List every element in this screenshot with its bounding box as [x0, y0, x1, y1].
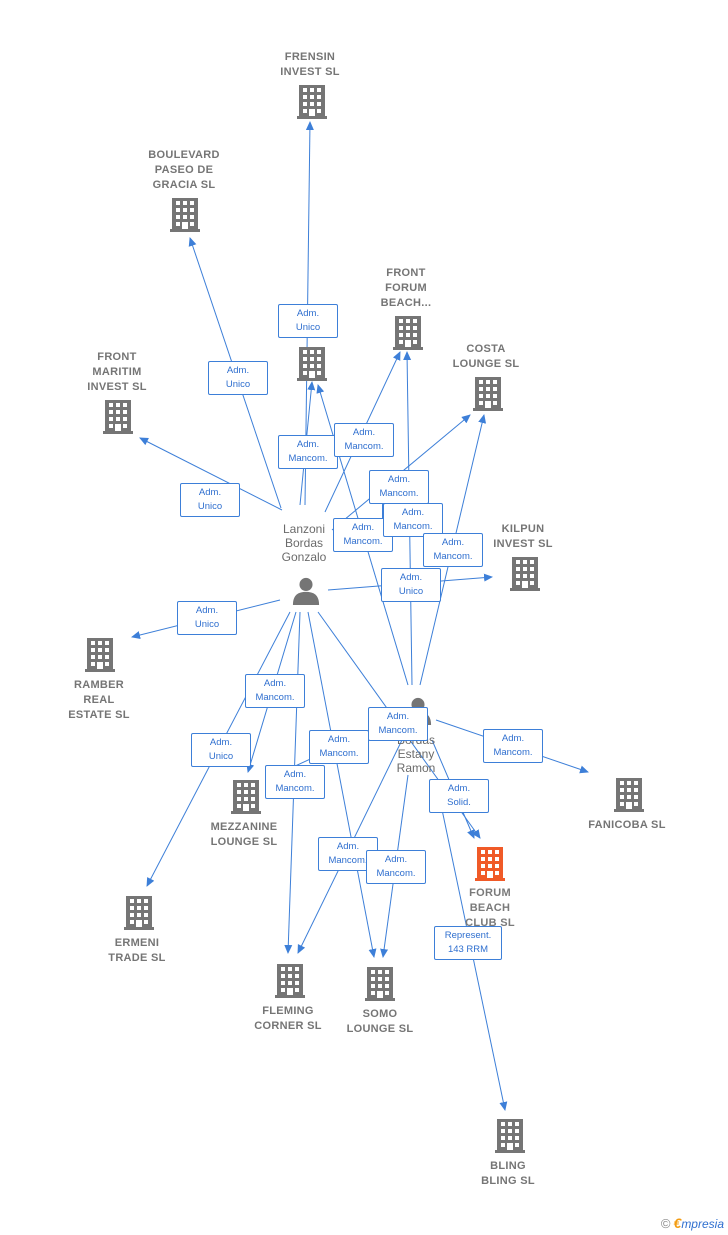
building-icon[interactable]	[103, 400, 133, 434]
relation-label: Adm. Mancom.	[483, 729, 543, 763]
edge-line	[139, 437, 283, 511]
building-icon[interactable]	[475, 847, 505, 881]
person-icon[interactable]	[292, 577, 320, 605]
relation-label: Adm. Unico	[191, 733, 251, 767]
edge-line	[307, 611, 377, 958]
building-icon[interactable]	[85, 638, 115, 672]
company-label-front_forum[interactable]: FRONT FORUM BEACH...	[380, 267, 432, 309]
company-label-frensin[interactable]: FRENSIN INVEST SL	[280, 51, 340, 78]
relation-label: Adm. Mancom.	[245, 674, 305, 708]
building-icon[interactable]	[365, 967, 395, 1001]
relation-label: Adm. Mancom.	[369, 470, 429, 504]
company-label-front_maritim[interactable]: FRONT MARITIM INVEST SL	[87, 351, 147, 393]
copyright-symbol: ©	[660, 1216, 671, 1231]
company-label-somo[interactable]: SOMO LOUNGE SL	[346, 1008, 414, 1035]
relation-label: Adm. Mancom.	[368, 707, 428, 741]
company-label-kilpun[interactable]: KILPUN INVEST SL	[493, 523, 553, 550]
person-label-lanzoni[interactable]: Lanzoni Bordas Gonzalo	[281, 522, 327, 564]
relation-label: Adm. Unico	[381, 568, 441, 602]
relation-label: Adm. Unico	[177, 601, 237, 635]
relation-label: Adm. Mancom.	[309, 730, 369, 764]
building-icon[interactable]	[473, 377, 503, 411]
building-icon[interactable]	[231, 780, 261, 814]
relation-label: Adm. Mancom.	[383, 503, 443, 537]
relation-label: Adm. Mancom.	[423, 533, 483, 567]
building-icon[interactable]	[393, 316, 423, 350]
building-icon[interactable]	[297, 347, 327, 381]
relation-label: Adm. Unico	[180, 483, 240, 517]
company-label-fleming[interactable]: FLEMING CORNER SL	[254, 1005, 322, 1032]
node-icons	[85, 85, 644, 1153]
company-label-boulevard[interactable]: BOULEVARD PASEO DE GRACIA SL	[148, 149, 220, 191]
company-label-forum_beach[interactable]: FORUM BEACH CLUB SL	[465, 887, 515, 929]
company-label-ermeni[interactable]: ERMENI TRADE SL	[108, 937, 166, 964]
company-label-mezzanine[interactable]: MEZZANINE LOUNGE SL	[210, 821, 278, 848]
building-icon[interactable]	[614, 778, 644, 812]
building-icon[interactable]	[275, 964, 305, 998]
footer-brand: ©€mpresia	[661, 1215, 724, 1231]
company-label-fanicoba[interactable]: FANICOBA SL	[588, 819, 666, 831]
brand-name: mpresia	[681, 1217, 724, 1231]
relation-label: Adm. Solid.	[429, 779, 489, 813]
relation-label: Adm. Mancom.	[334, 423, 394, 457]
relation-label: Adm. Unico	[278, 304, 338, 338]
brand-logo-mark: €	[673, 1215, 682, 1231]
building-icon[interactable]	[170, 198, 200, 232]
building-icon[interactable]	[510, 557, 540, 591]
relation-label: Adm. Unico	[208, 361, 268, 395]
building-icon[interactable]	[495, 1119, 525, 1153]
company-label-costa[interactable]: COSTA LOUNGE SL	[452, 343, 520, 370]
building-icon[interactable]	[124, 896, 154, 930]
company-label-bling[interactable]: BLING BLING SL	[481, 1160, 535, 1187]
relation-label: Adm. Mancom.	[278, 435, 338, 469]
relation-label: Represent. 143 RRM	[434, 926, 502, 960]
building-icon[interactable]	[297, 85, 327, 119]
company-label-ramber[interactable]: RAMBER REAL ESTATE SL	[68, 679, 130, 721]
relation-label: Adm. Mancom.	[366, 850, 426, 884]
relation-label: Adm. Mancom.	[265, 765, 325, 799]
